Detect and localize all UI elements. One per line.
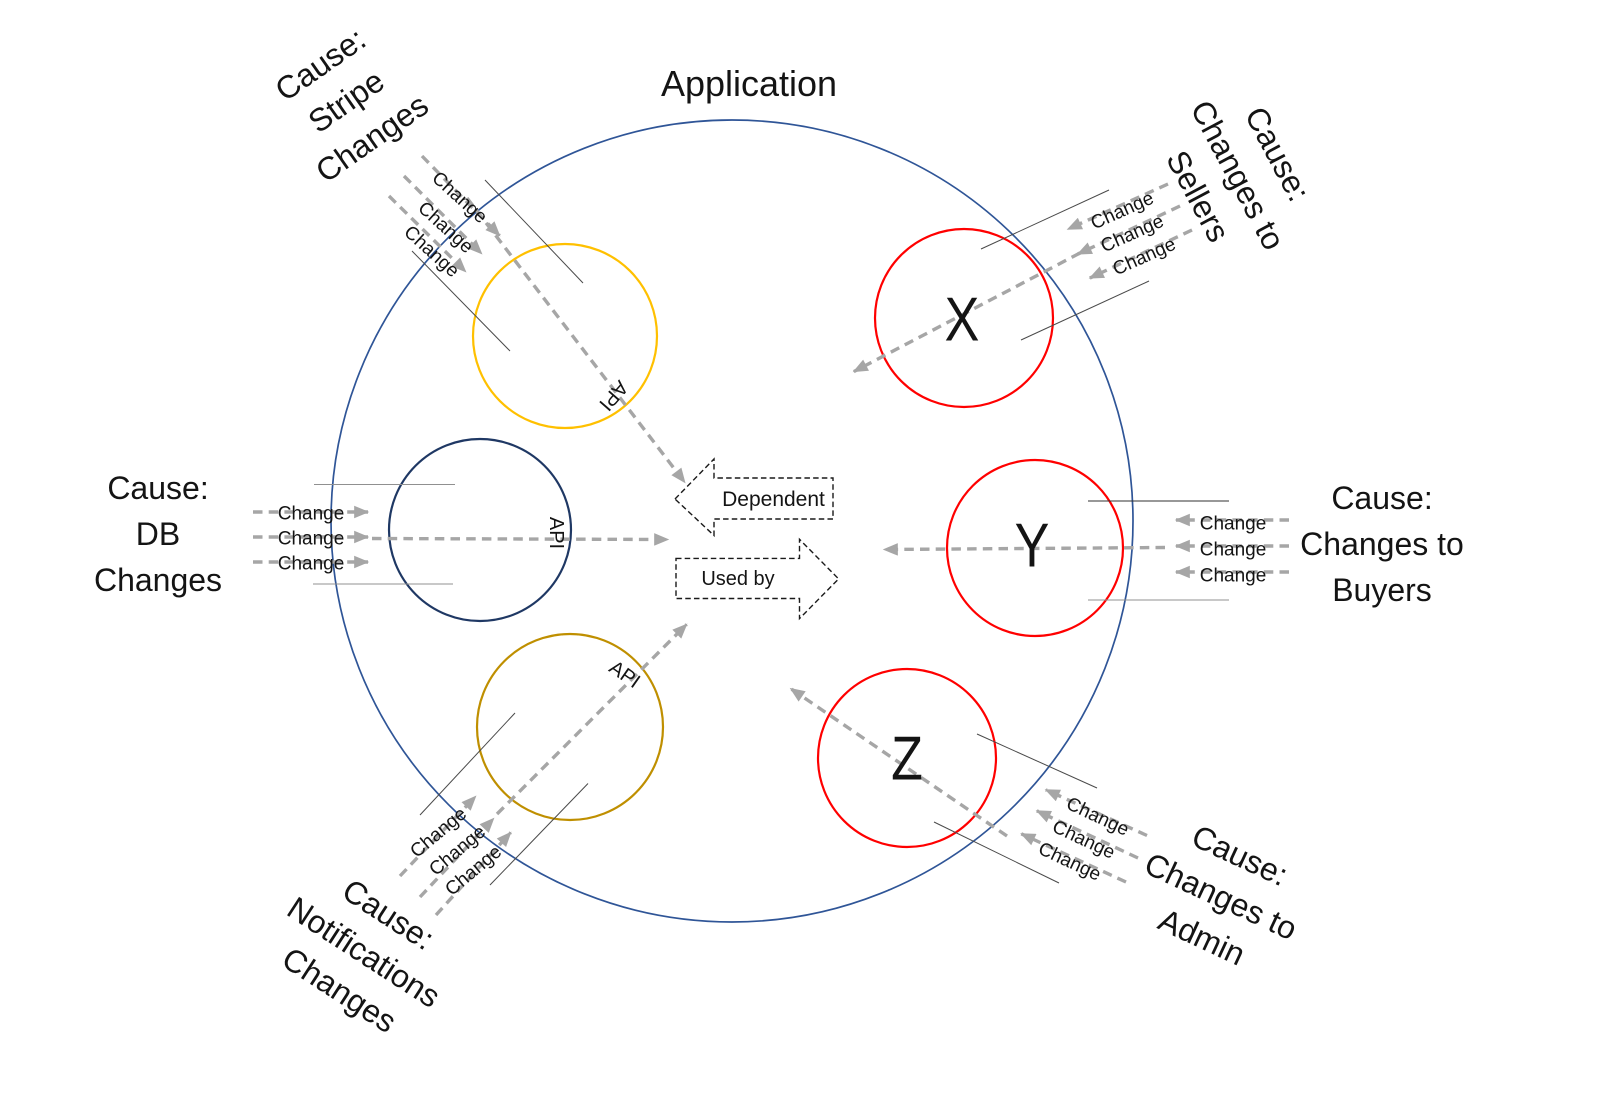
svg-text:Used by: Used by [701, 568, 774, 590]
svg-text:Z: Z [891, 724, 923, 793]
svg-text:Change: Change [1200, 540, 1267, 561]
svg-text:Dependent: Dependent [722, 488, 825, 511]
svg-text:Change: Change [1200, 514, 1267, 535]
svg-text:X: X [945, 285, 980, 354]
svg-text:Y: Y [1015, 511, 1050, 580]
svg-text:Change: Change [278, 529, 345, 550]
svg-text:Change: Change [278, 504, 345, 525]
svg-text:Change: Change [278, 554, 345, 575]
svg-text:Change: Change [1200, 566, 1267, 587]
svg-text:Application: Application [661, 63, 837, 104]
svg-text:API: API [545, 517, 567, 549]
